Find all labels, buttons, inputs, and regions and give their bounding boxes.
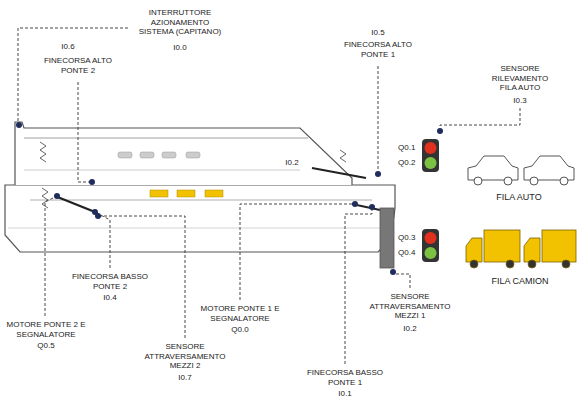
truck-wheel (506, 260, 514, 268)
green-light (425, 247, 437, 259)
car-deck (30, 200, 372, 201)
callout-label: SENSORE ATTRAVERSAMENTO MEZZI 1 (365, 292, 455, 321)
truck-wheel (562, 260, 570, 268)
signal-address: Q0.0 (225, 325, 255, 335)
upper-deck (24, 170, 300, 171)
ship-hull (5, 185, 395, 252)
truck-cab (524, 238, 540, 262)
car-icon (186, 152, 200, 158)
car-wheel (504, 177, 512, 185)
car-wheel (530, 177, 538, 185)
signal-address: Q0.5 (31, 341, 61, 351)
signal-address: Q0.2 (398, 158, 420, 168)
upper-deck (24, 138, 308, 139)
red-light (425, 142, 437, 154)
leader-line (440, 108, 520, 128)
green-light (425, 157, 437, 169)
car-wheel (474, 177, 482, 185)
truck-outline (466, 230, 576, 268)
leader-line (18, 28, 128, 122)
callout-label: FINECORSA ALTO PONTE 2 (38, 56, 118, 75)
signal-address: I0.0 (165, 43, 195, 53)
callout-label: MOTORE PONTE 1 E SEGNALATORE (200, 304, 280, 323)
callout-label: FINECORSA BASSO PONTE 1 (300, 368, 390, 387)
traffic-light (422, 139, 439, 172)
car-outline (468, 156, 574, 185)
bow-door (380, 208, 394, 268)
sensor-dot (54, 193, 60, 199)
sensor-dot (390, 269, 396, 275)
signal-address: Q0.4 (398, 248, 420, 258)
spring-symbol (40, 142, 46, 162)
leader-line (345, 210, 372, 364)
callout-label: MOTORE PONTE 2 E SEGNALATORE (6, 320, 86, 339)
signal-address: I0.3 (505, 96, 535, 106)
sensor-dot (375, 171, 381, 177)
signal-address: Q0.3 (398, 233, 420, 243)
truck-cab (466, 238, 482, 262)
truck-wheel (470, 260, 478, 268)
car-body (468, 156, 518, 180)
ship-superstructure (15, 122, 352, 185)
sensor-dot (95, 213, 101, 219)
sensor-dot (437, 128, 443, 134)
signal-address: I0.4 (95, 293, 125, 303)
truck-icon (177, 190, 195, 197)
truck-box (542, 230, 576, 262)
leader-line (45, 197, 55, 316)
car-body (524, 156, 574, 180)
hull-line (8, 228, 385, 229)
red-light (425, 232, 437, 244)
truck-wheel (528, 260, 536, 268)
leader-lines (18, 28, 520, 364)
traffic-light (422, 229, 439, 262)
sensor-dots (16, 122, 443, 275)
sensor-dot (369, 204, 375, 210)
car-icon (162, 152, 176, 158)
leader-line (240, 204, 352, 300)
ramp-upper (312, 168, 366, 178)
signal-address: Q0.1 (398, 143, 420, 153)
signal-address: I0.6 (53, 42, 83, 52)
signal-address: I0.5 (363, 28, 393, 38)
signal-address: I0.1 (330, 389, 360, 399)
callout-label: SENSORE RILEVAMENTO FILA AUTO (485, 64, 555, 93)
spring-symbol (340, 150, 346, 162)
signal-address: I0.7 (170, 373, 200, 383)
car-icon (140, 152, 154, 158)
signal-address: I0.2 (395, 324, 425, 334)
leader-line (396, 274, 410, 288)
leader-line (78, 82, 89, 182)
sensor-dot (89, 179, 95, 185)
sensor-dot (352, 201, 358, 207)
callout-label: FINECORSA BASSO PONTE 2 (65, 272, 155, 291)
truck-icon (205, 190, 223, 197)
car-icon (118, 152, 132, 158)
car-wheel (560, 177, 568, 185)
signal-address: I0.2 (281, 158, 303, 168)
sensor-dot (16, 122, 22, 128)
callout-label: SENSORE ATTRAVERSAMENTO MEZZI 2 (140, 342, 230, 371)
truck-icon (150, 190, 168, 197)
ramp-2 (55, 196, 95, 212)
queue-label: FILA CAMION (480, 276, 560, 287)
truck-box (484, 230, 520, 262)
leader-line (97, 213, 110, 268)
callout-label: INTERRUTTORE AZIONAMENTO SISTEMA (CAPITA… (133, 8, 228, 37)
queue-label: FILA AUTO (484, 192, 554, 203)
leader-line (378, 66, 379, 171)
callout-label: FINECORSA ALTO PONTE 1 (338, 40, 418, 59)
